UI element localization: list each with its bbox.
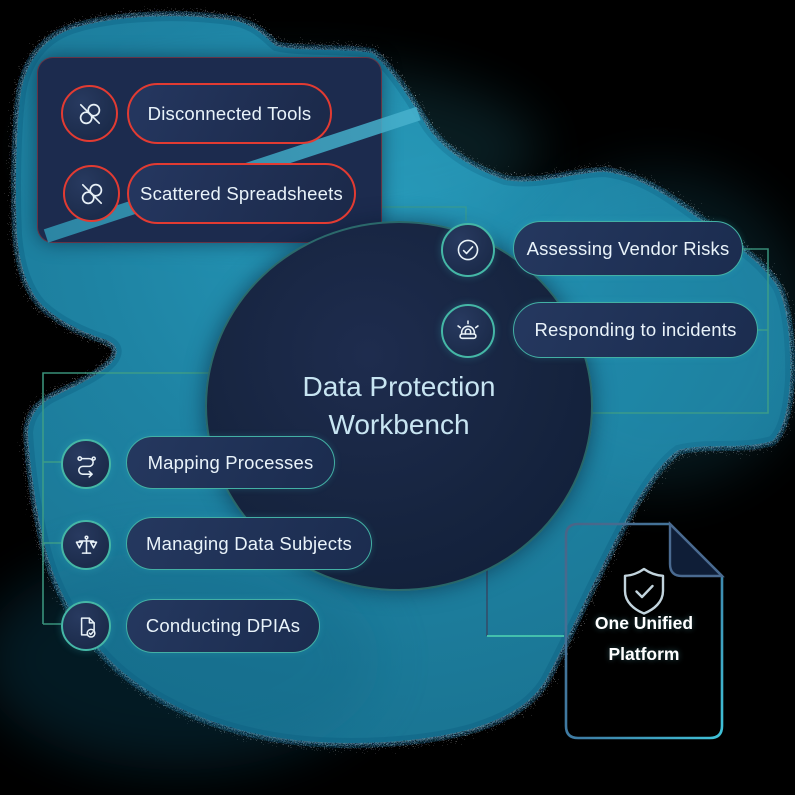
pill-scattered-spreadsheets: Scattered Spreadsheets — [127, 163, 356, 224]
alarm-siren-icon — [457, 320, 479, 340]
document-check-icon-circle — [61, 601, 111, 651]
shield-check-icon — [623, 567, 665, 615]
document-outline — [564, 522, 724, 740]
pill-label: Scattered Spreadsheets — [140, 182, 343, 204]
broken-link-icon — [79, 103, 100, 124]
broken-link-icon-circle — [61, 85, 118, 142]
broken-link-icon-circle — [63, 165, 120, 222]
pill-label: Mapping Processes — [147, 451, 314, 473]
check-circle-icon — [457, 239, 479, 261]
scales-icon — [75, 534, 97, 554]
scales-icon-circle — [61, 520, 111, 570]
pill-label: Managing Data Subjects — [146, 532, 352, 554]
pill-label: Responding to incidents — [534, 319, 737, 340]
left-connector-lines — [42, 372, 210, 625]
process-flow-icon-circle — [61, 439, 111, 489]
alarm-siren-icon-circle — [441, 304, 495, 358]
pill-responding-to-incidents: Responding to incidents — [513, 302, 758, 358]
hub-title: Data Protection Workbench — [302, 371, 496, 440]
pill-label: Assessing Vendor Risks — [526, 237, 730, 259]
document-fold-corner — [668, 521, 725, 578]
pill-assessing-vendor-risks: Assessing Vendor Risks — [513, 221, 743, 276]
pill-label: Conducting DPIAs — [145, 615, 301, 636]
platform-document-card — [564, 521, 725, 740]
document-check-icon — [80, 616, 96, 638]
pill-label: Disconnected Tools — [147, 102, 312, 124]
pill-mapping-processes: Mapping Processes — [126, 436, 335, 489]
pill-managing-data-subjects: Managing Data Subjects — [126, 517, 372, 570]
pill-disconnected-tools: Disconnected Tools — [127, 83, 332, 144]
platform-label: One Unified Platform — [594, 613, 694, 664]
broken-link-icon — [81, 183, 102, 204]
process-flow-icon — [76, 455, 96, 478]
check-circle-icon-circle — [441, 223, 495, 277]
pill-conducting-dpias: Conducting DPIAs — [126, 599, 320, 653]
panel-connector-line — [381, 98, 467, 221]
